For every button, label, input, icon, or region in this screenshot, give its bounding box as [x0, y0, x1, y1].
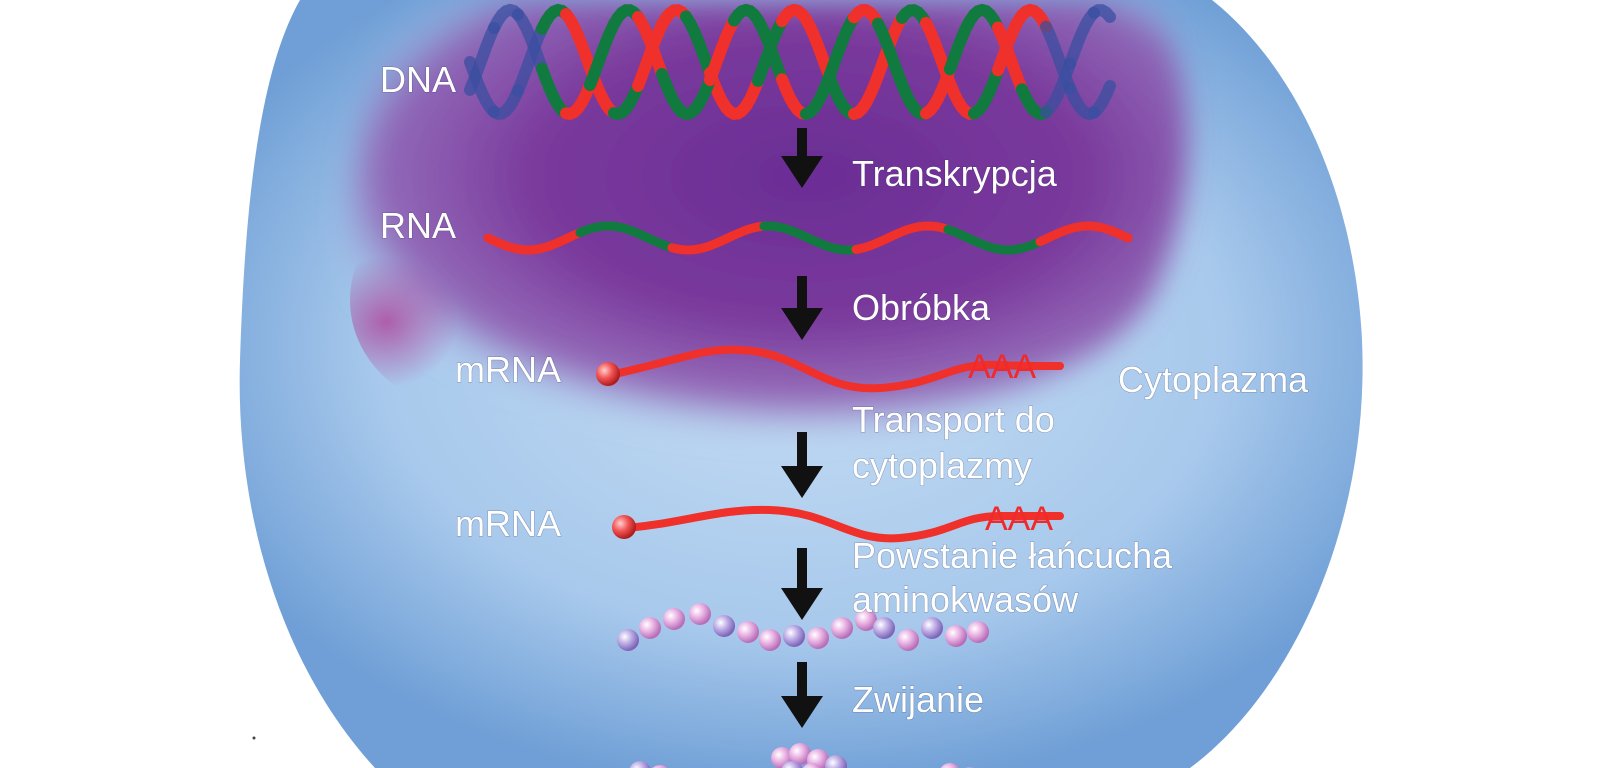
- mrna-nucleus: [596, 345, 1064, 393]
- label-poly-a-nucleus: AAA: [968, 348, 1036, 386]
- dna-strand-a-segment: [1088, 80, 1116, 119]
- dna-strand-b-segment: [584, 18, 620, 91]
- step-transcription: Transkrypcja: [852, 153, 1058, 194]
- arrow-transport: [781, 432, 823, 498]
- mrna-cap-cytoplasm: [612, 515, 636, 539]
- dna-strand-a-segment: [728, 74, 764, 120]
- dna-strand-b-segment: [632, 11, 668, 80]
- mrna-cytoplasm: [612, 505, 1064, 543]
- dna-strand-b-segment: [464, 22, 500, 96]
- step-chain-line1: Powstanie łańcucha: [852, 535, 1173, 576]
- step-transport-line1: Transport do: [852, 399, 1055, 440]
- dna-strand-a-segment: [608, 80, 644, 121]
- step-folding: Zwijanie: [852, 679, 984, 720]
- label-rna: RNA: [380, 205, 456, 246]
- amino-acid-bead: [855, 609, 877, 631]
- dna-strand-b-segment: [1088, 4, 1116, 23]
- amino-acid-bead: [639, 617, 661, 639]
- dna-strand-b-segment: [992, 21, 1028, 96]
- label-mrna-cytoplasm: mRNA: [455, 503, 561, 544]
- folded-protein-bead: [789, 743, 811, 765]
- dna-strand-b-segment: [848, 4, 884, 30]
- amino-acid-bead: [831, 617, 853, 639]
- folded-protein: [629, 743, 975, 768]
- dna-strand-b-segment: [680, 74, 716, 120]
- dna-strand-b-segment: [560, 79, 596, 121]
- amino-acid-bead: [759, 629, 781, 651]
- step-processing: Obróbka: [852, 287, 991, 328]
- amino-acid-bead: [713, 615, 735, 637]
- dna-strand-a-segment: [848, 69, 884, 120]
- dna-strand-b-segment: [1064, 6, 1100, 70]
- folded-protein-bead: [629, 761, 651, 768]
- label-dna: DNA: [380, 59, 456, 100]
- dna-strand-a-segment: [992, 9, 1028, 77]
- dna-strand-b-segment: [608, 4, 644, 30]
- rna-segment: [943, 225, 1045, 255]
- amino-acid-chain: [617, 603, 989, 651]
- rna-segment: [483, 228, 585, 255]
- rna-strand: [483, 221, 1133, 255]
- folded-protein-bead: [652, 765, 668, 768]
- amino-acid-bead: [873, 617, 895, 639]
- rna-segment: [851, 221, 953, 254]
- dna-strand-a-segment: [776, 3, 812, 28]
- folded-protein-bead: [781, 761, 803, 768]
- amino-acid-bead: [663, 608, 685, 630]
- dna-strand-b-segment: [800, 68, 836, 120]
- mrna-strand-nucleus: [606, 345, 1064, 393]
- dna-strand-b-segment: [824, 11, 860, 81]
- dna-strand-b-segment: [704, 14, 740, 86]
- rna-segment: [667, 221, 769, 255]
- amino-acid-bead: [967, 621, 989, 643]
- amino-acid-bead: [689, 603, 711, 625]
- dna-strand-a-segment: [512, 22, 548, 97]
- label-cytoplasm: Cytoplazma: [1118, 359, 1309, 400]
- dna-strand-b-segment: [872, 17, 908, 91]
- amino-acid-bead: [807, 627, 829, 649]
- label-poly-a-cytoplasm: AAA: [985, 500, 1053, 538]
- dna-strand-b-segment: [920, 63, 956, 120]
- amino-acid-bead: [945, 625, 967, 647]
- rna-segment: [1035, 221, 1133, 247]
- amino-acid-bead: [921, 617, 943, 639]
- dna-strand-b-segment: [944, 8, 980, 76]
- arrow-transcription: [781, 128, 823, 188]
- amino-acid-bead: [737, 621, 759, 643]
- label-mrna-nucleus: mRNA: [455, 349, 561, 390]
- mrna-cap-nucleus: [596, 362, 620, 386]
- dna-strand-a-segment: [560, 8, 596, 74]
- dna-strand-b-segment: [968, 3, 1004, 34]
- dna-strand-a-segment: [680, 10, 716, 79]
- stray-dot: [252, 736, 256, 740]
- folded-protein-bead: [802, 763, 822, 768]
- mrna-strand-cytoplasm: [621, 505, 1064, 543]
- dna-strand-b-segment: [1040, 57, 1076, 119]
- amino-acid-bead: [617, 629, 639, 651]
- dna-strand-a-segment: [896, 4, 932, 29]
- dna-strand-a-segment: [488, 84, 524, 120]
- folded-protein-bead: [825, 755, 847, 768]
- dna-helix: [464, 3, 1116, 121]
- dna-strand-b-segment: [512, 8, 548, 75]
- amino-acid-bead: [897, 629, 919, 651]
- folded-protein-bead: [940, 763, 960, 768]
- arrow-processing: [781, 276, 823, 340]
- nucleus-glow: [350, 190, 590, 410]
- dna-strand-a-segment: [1016, 3, 1052, 33]
- rna-segment: [575, 221, 677, 253]
- step-transport-line2: cytoplazmy: [852, 445, 1032, 486]
- rna-segment: [759, 221, 861, 255]
- step-chain-line2: aminokwasów: [852, 579, 1079, 620]
- amino-acid-bead: [783, 625, 805, 647]
- dna-strand-b-segment: [752, 14, 788, 86]
- dna-strand-a-segment: [968, 64, 1004, 120]
- arrow-chain: [781, 548, 823, 620]
- dna-strand-a-segment: [800, 13, 836, 85]
- arrow-folding: [781, 662, 823, 728]
- dna-strand-b-segment: [728, 3, 764, 27]
